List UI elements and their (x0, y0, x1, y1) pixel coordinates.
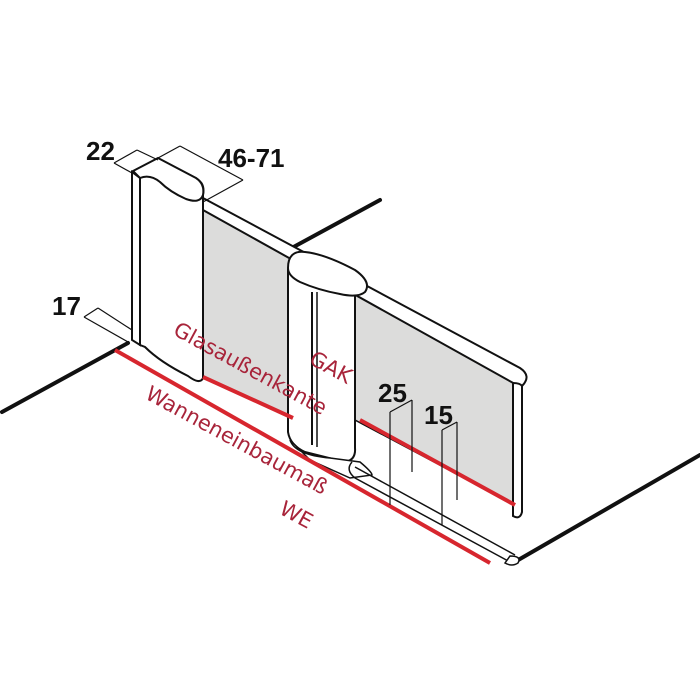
dim-22-label: 22 (86, 136, 115, 166)
we-label: WE (276, 496, 317, 533)
dim-46-71-label: 46-71 (218, 143, 285, 173)
bottom-rail (348, 461, 520, 566)
wall-profile-body (131, 170, 141, 347)
right-end-profile (512, 381, 523, 519)
dimension-lines (83, 145, 458, 525)
wall-floor-edges (0, 198, 700, 565)
dimension-labels: 22 46-71 17 25 15 (52, 136, 453, 430)
right-floor-edge (511, 453, 700, 565)
we-red-line (114, 348, 491, 565)
left-wall-profile (131, 156, 205, 382)
center-profile (286, 250, 373, 479)
dim-15-label: 15 (424, 400, 453, 430)
gak-red-line-left (202, 375, 294, 420)
profile-top-cap (131, 156, 205, 202)
dim-17-label: 17 (52, 291, 81, 321)
center-profile-cap (286, 250, 368, 297)
left-floor-edge (0, 341, 130, 414)
red-reference-lines (114, 348, 516, 565)
back-wall-edge (286, 198, 382, 252)
center-profile-foot (289, 439, 373, 479)
dim-25-label: 25 (378, 378, 407, 408)
gak-red-line-right (359, 418, 516, 507)
